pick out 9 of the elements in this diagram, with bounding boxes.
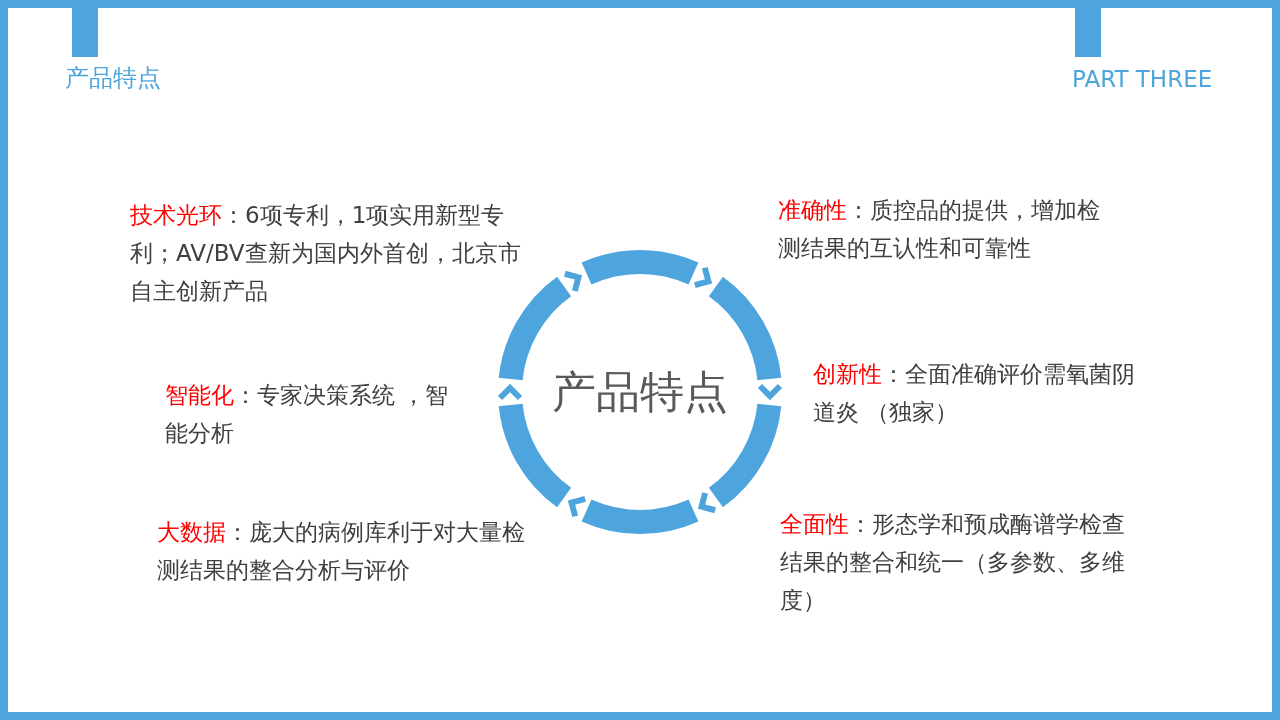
- feature-text: 技术光环：6项专利，1项实用新型专利；AV/BV查新为国内外首创，北京市自主创新产品: [130, 201, 522, 306]
- feature-text: 准确性：质控品的提供，增加检测结果的互认性和可靠性: [778, 196, 1101, 263]
- feature-text: 全面性：形态学和预成酶谱学检查结果的整合和统一（多参数、多维度）: [780, 510, 1126, 615]
- feature-text: 大数据：庞大的病例库利于对大量检测结果的整合分析与评价: [157, 518, 526, 585]
- center-title: 产品特点: [552, 364, 728, 419]
- section-title: 产品特点: [65, 63, 161, 94]
- feature-text: 智能化：专家决策系统 ，智能分析: [165, 381, 450, 448]
- feature-text: 创新性：全面准确评价需氧菌阴道炎 （独家）: [813, 360, 1136, 427]
- part-label: PART THREE: [1072, 66, 1213, 92]
